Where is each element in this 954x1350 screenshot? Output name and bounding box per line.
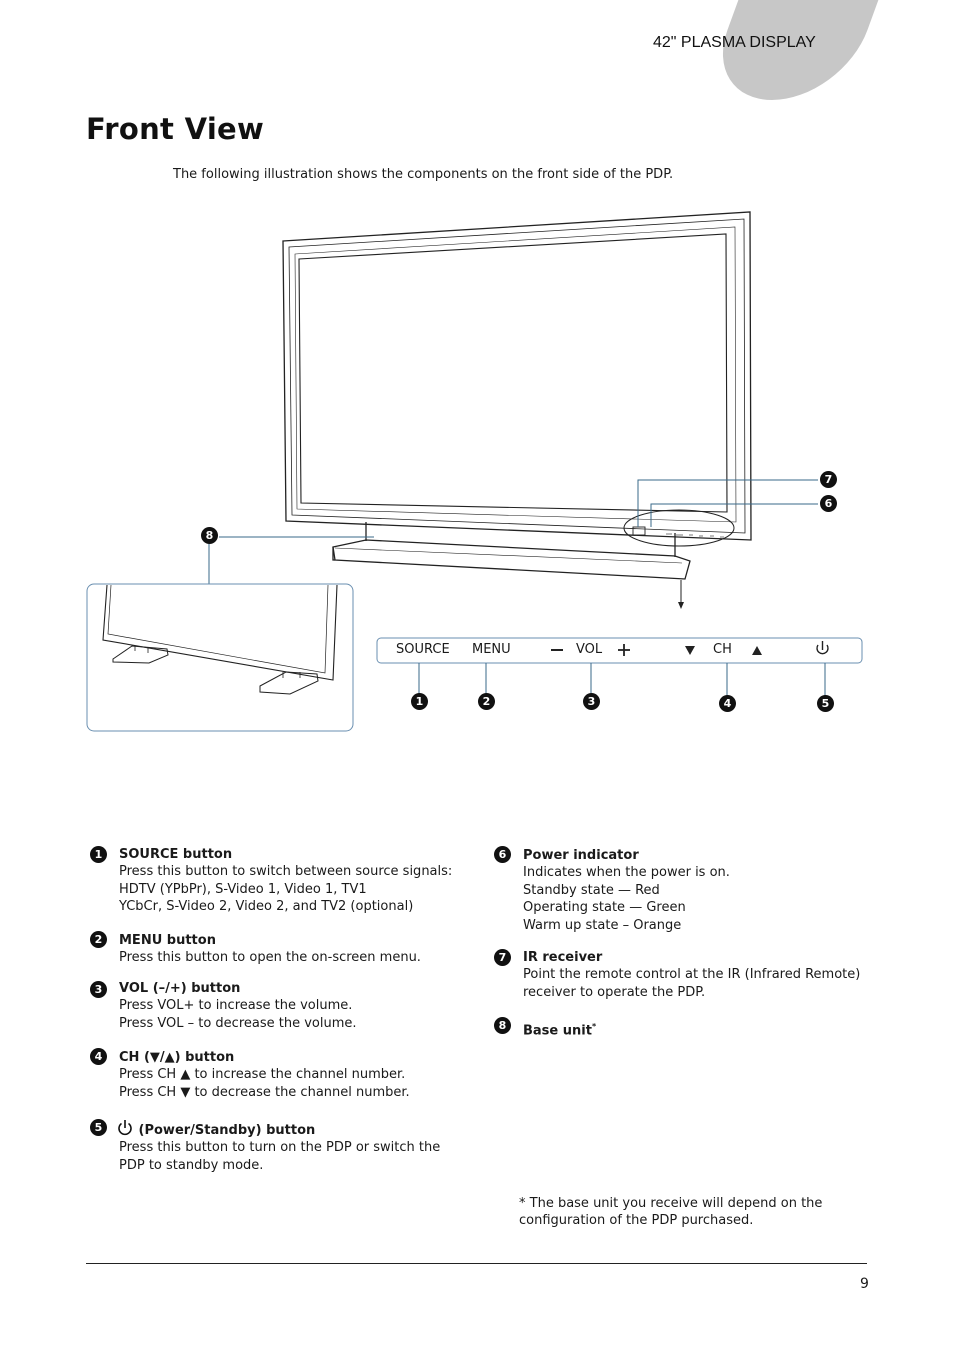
item-line: Press VOL+ to increase the volume. (119, 998, 353, 1014)
item-number: 1 (90, 846, 107, 863)
item-number: 4 (90, 1048, 107, 1065)
item-line: Press CH ▲ to increase the channel numbe… (119, 1067, 406, 1083)
item-line: Operating state — Green (523, 900, 686, 916)
item-line: Point the remote control at the IR (Infr… (523, 967, 861, 983)
stand-base (332, 539, 691, 580)
item-ch-button: CH (▼/▲) button Press CH ▲ to increase t… (119, 1049, 410, 1101)
base-detail-box (86, 583, 354, 732)
item-line: Standby state — Red (523, 882, 660, 898)
callout-2: 2 (478, 693, 495, 710)
item-title: SOURCE button (119, 847, 233, 862)
item-vol-button: VOL (–/+) button Press VOL+ to increase … (119, 980, 357, 1032)
item-title: Base unit (523, 1023, 592, 1039)
intro-text: The following illustration shows the com… (173, 167, 674, 182)
item-menu-button: MENU button Press this button to open th… (119, 932, 421, 967)
item-line: Indicates when the power is on. (523, 865, 730, 881)
callout-4: 4 (719, 695, 736, 712)
tv-outer-frame (282, 211, 752, 541)
item-title: Power indicator (523, 848, 639, 863)
item-title: IR receiver (523, 950, 603, 965)
callout-1: 1 (411, 693, 428, 710)
panel-label-menu: MENU (472, 642, 511, 657)
controls-highlight (623, 509, 735, 547)
front-view-illustration (86, 211, 863, 732)
base-foot-right (259, 671, 319, 695)
item-title: CH (▼/▲) button (119, 1050, 235, 1065)
control-panel-strip (376, 637, 863, 664)
item-number: 7 (494, 949, 511, 966)
footnote-mark: * (591, 1022, 597, 1031)
power-symbol-panel (816, 644, 829, 655)
footnote: * The base unit you receive will depend … (519, 1195, 822, 1230)
callout-7: 7 (820, 471, 837, 488)
item-title: (Power/Standby) button (138, 1123, 316, 1138)
item-line: Press this button to turn on the PDP or … (119, 1140, 441, 1156)
item-line: Press this button to open the on-screen … (119, 950, 421, 966)
power-icon (118, 1120, 132, 1136)
callout-5: 5 (817, 695, 834, 712)
panel-label-vol: VOL (576, 642, 603, 657)
header-title: 42" PLASMA DISPLAY (653, 34, 816, 51)
page-title: Front View (86, 112, 265, 146)
item-line: Press VOL – to decrease the volume. (119, 1015, 357, 1031)
item-number: 6 (494, 846, 511, 863)
tv-screen (298, 233, 728, 513)
item-number: 8 (494, 1017, 511, 1034)
callout-6: 6 (820, 495, 837, 512)
panel-label-ch: CH (713, 642, 732, 657)
footnote-line: configuration of the PDP purchased. (519, 1213, 754, 1229)
item-number: 3 (90, 981, 107, 998)
base-foot-left (112, 645, 169, 664)
callout-3: 3 (583, 693, 600, 710)
item-line: Warm up state – Orange (523, 917, 682, 933)
item-line: PDP to standby mode. (119, 1157, 264, 1173)
item-line: Press this button to switch between sour… (119, 864, 453, 880)
tv-bezel-inner (288, 218, 746, 534)
item-base-unit: Base unit* (523, 1018, 596, 1040)
panel-label-source: SOURCE (396, 642, 450, 657)
item-line: receiver to operate the PDP. (523, 984, 706, 1000)
item-title: MENU button (119, 933, 216, 948)
item-line: Press CH ▼ to decrease the channel numbe… (119, 1084, 410, 1100)
item-source-button: SOURCE button Press this button to switc… (119, 846, 452, 916)
item-ir-receiver: IR receiver Point the remote control at … (523, 949, 860, 1001)
item-line: YCbCr, S-Video 2, Video 2, and TV2 (opti… (119, 899, 414, 915)
footnote-line: * The base unit you receive will depend … (519, 1196, 823, 1211)
page-number: 9 (860, 1276, 869, 1292)
callout-8: 8 (201, 527, 218, 544)
item-number: 2 (90, 931, 107, 948)
footer-rule (86, 1263, 867, 1264)
stand-neck (365, 522, 676, 557)
item-title: VOL (–/+) button (119, 981, 241, 996)
item-line: HDTV (YPbPr), S-Video 1, Video 1, TV1 (119, 881, 367, 897)
item-power-indicator: Power indicator Indicates when the power… (523, 847, 730, 934)
item-power-button: (Power/Standby) button Press this button… (116, 1119, 440, 1174)
item-number: 5 (90, 1119, 107, 1136)
